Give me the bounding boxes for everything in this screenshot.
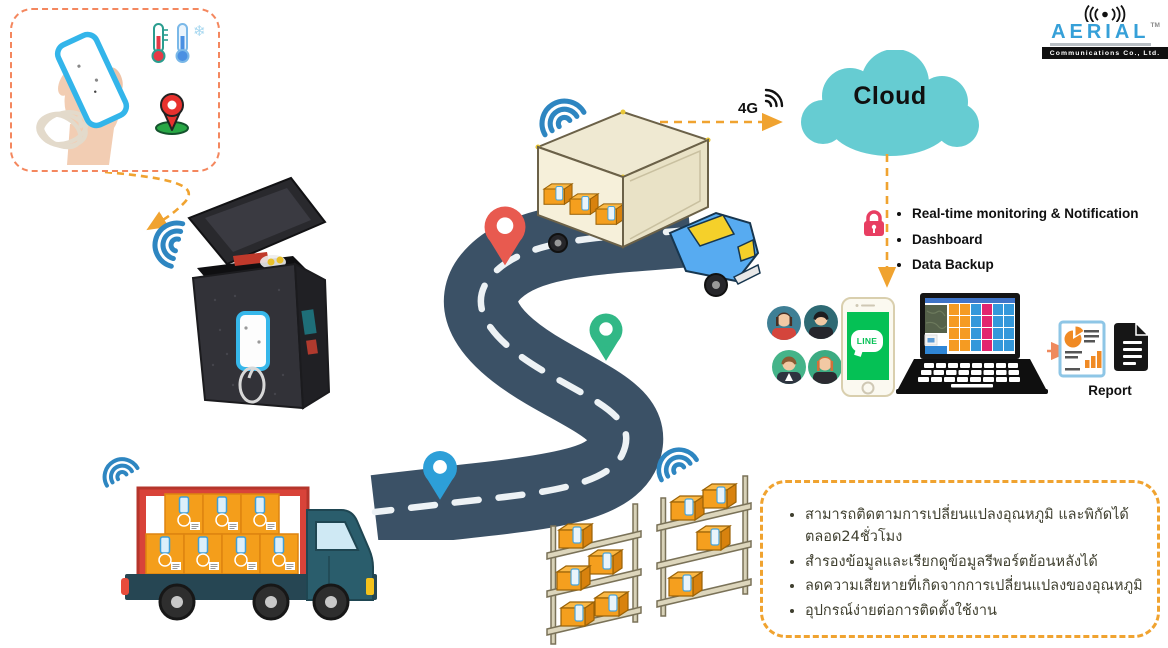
- report-doc-icon: [1114, 321, 1150, 371]
- cloud-label: Cloud: [853, 82, 927, 110]
- features-list: Real-time monitoring & NotificationDashb…: [896, 204, 1168, 275]
- wifi-icon: [534, 93, 584, 135]
- arrow-to-report: [1047, 342, 1072, 360]
- location-pin-green-icon: [589, 313, 623, 361]
- road-centerline: [371, 226, 694, 516]
- warehouse-shelves: [546, 440, 752, 645]
- thermometer-cold-icon: [175, 23, 190, 63]
- wifi-icon: [145, 205, 209, 269]
- thermometer-hot-icon: [151, 23, 168, 63]
- benefits-list: สามารถติดตามการเปลี่ยนแปลงอุณหภูมิ และพิ…: [787, 505, 1143, 623]
- fourg-signal-icon: [764, 88, 784, 108]
- device-showcase-box: ❄: [10, 8, 220, 172]
- cargo-boxes-with-trackers: [145, 493, 299, 575]
- brand-signal-icon: [1084, 5, 1126, 22]
- container-front-side: [622, 138, 709, 249]
- truck-headlight: [366, 578, 374, 595]
- laptop-keys: [918, 363, 1020, 388]
- dashboard-time-tile: [925, 346, 947, 354]
- list-item: Data Backup: [912, 255, 1168, 275]
- arrow-device-to-cooler: [104, 170, 190, 231]
- avatar: [808, 350, 842, 384]
- brand-name: AERIAL: [1050, 22, 1151, 46]
- arrow-truck-to-cloud: [660, 112, 783, 132]
- line-logo-bubble: LINE: [851, 330, 883, 352]
- cooler-texture: [211, 288, 285, 396]
- dashboard-tile-grid: [949, 304, 1014, 351]
- line-label: LINE: [856, 336, 878, 346]
- features-section: Real-time monitoring & NotificationDashb…: [896, 204, 1168, 281]
- report-label: Report: [1088, 383, 1132, 398]
- delivery-truck-isometric: [520, 85, 761, 297]
- list-item: ลดความเสียหายที่เกิดจากการเปลี่ยนแปลงของ…: [805, 576, 1143, 598]
- dashboard-map-tile: [925, 305, 947, 333]
- cooler-side: [293, 262, 331, 410]
- delivery-truck-flat: [95, 450, 377, 621]
- bar-chart-glyph: [1085, 351, 1102, 368]
- device-showcase-illustration: ❄: [36, 23, 206, 165]
- lock-icon: [864, 210, 884, 236]
- cooler-lid-inner: [205, 188, 311, 252]
- truck-wheels: [158, 583, 350, 621]
- avatar: [804, 305, 838, 339]
- phone-home-button: [861, 381, 875, 395]
- container-panel-line: [629, 149, 701, 240]
- pie-chart-glyph: [1064, 326, 1084, 348]
- brand-logo: AERIALTM Communications Co., Ltd.: [1042, 5, 1168, 59]
- cloud-shape: [801, 50, 979, 156]
- snowflake-icon: ❄: [193, 23, 206, 40]
- dashboard-header: [925, 298, 1015, 303]
- truck-taillight: [121, 578, 129, 595]
- user-avatars: [767, 305, 842, 384]
- location-marker-icon: [155, 93, 189, 135]
- list-item: สามารถติดตามการเปลี่ยนแปลงอุณหภูมิ และพิ…: [805, 505, 1143, 549]
- wifi-icon: [651, 442, 696, 480]
- cooler-box-illustration: [187, 176, 331, 410]
- cooler-tracker-device: [236, 311, 270, 404]
- benefits-box: สามารถติดตามการเปลี่ยนแปลงอุณหภูมิ และพิ…: [760, 480, 1160, 638]
- list-item: สำรองข้อมูลและเรียกดูข้อมูลรีพอร์ตย้อนหล…: [805, 552, 1143, 574]
- tracker-device: [54, 31, 130, 129]
- list-item: Real-time monitoring & Notification: [912, 204, 1168, 224]
- fourg-label: 4G: [738, 100, 759, 117]
- report-chart-icon: [1058, 320, 1106, 378]
- avatar: [767, 306, 801, 340]
- list-item: อุปกรณ์ง่ายต่อการติดตั้งใช้งาน: [805, 601, 1143, 623]
- list-item: Dashboard: [912, 230, 1168, 250]
- wifi-icon: [98, 453, 137, 486]
- brand-subtitle: Communications Co., Ltd.: [1042, 47, 1168, 59]
- cooler-latch: [301, 309, 317, 335]
- avatar: [772, 350, 806, 384]
- truck-cab-iso: [668, 211, 761, 285]
- cooler-handle: [306, 339, 318, 355]
- route-road: [370, 193, 694, 540]
- arrow-cloud-down: [877, 154, 897, 288]
- truck-cab: [306, 509, 374, 601]
- brand-tm: TM: [1150, 22, 1160, 29]
- laptop-dashboard: [896, 293, 1048, 394]
